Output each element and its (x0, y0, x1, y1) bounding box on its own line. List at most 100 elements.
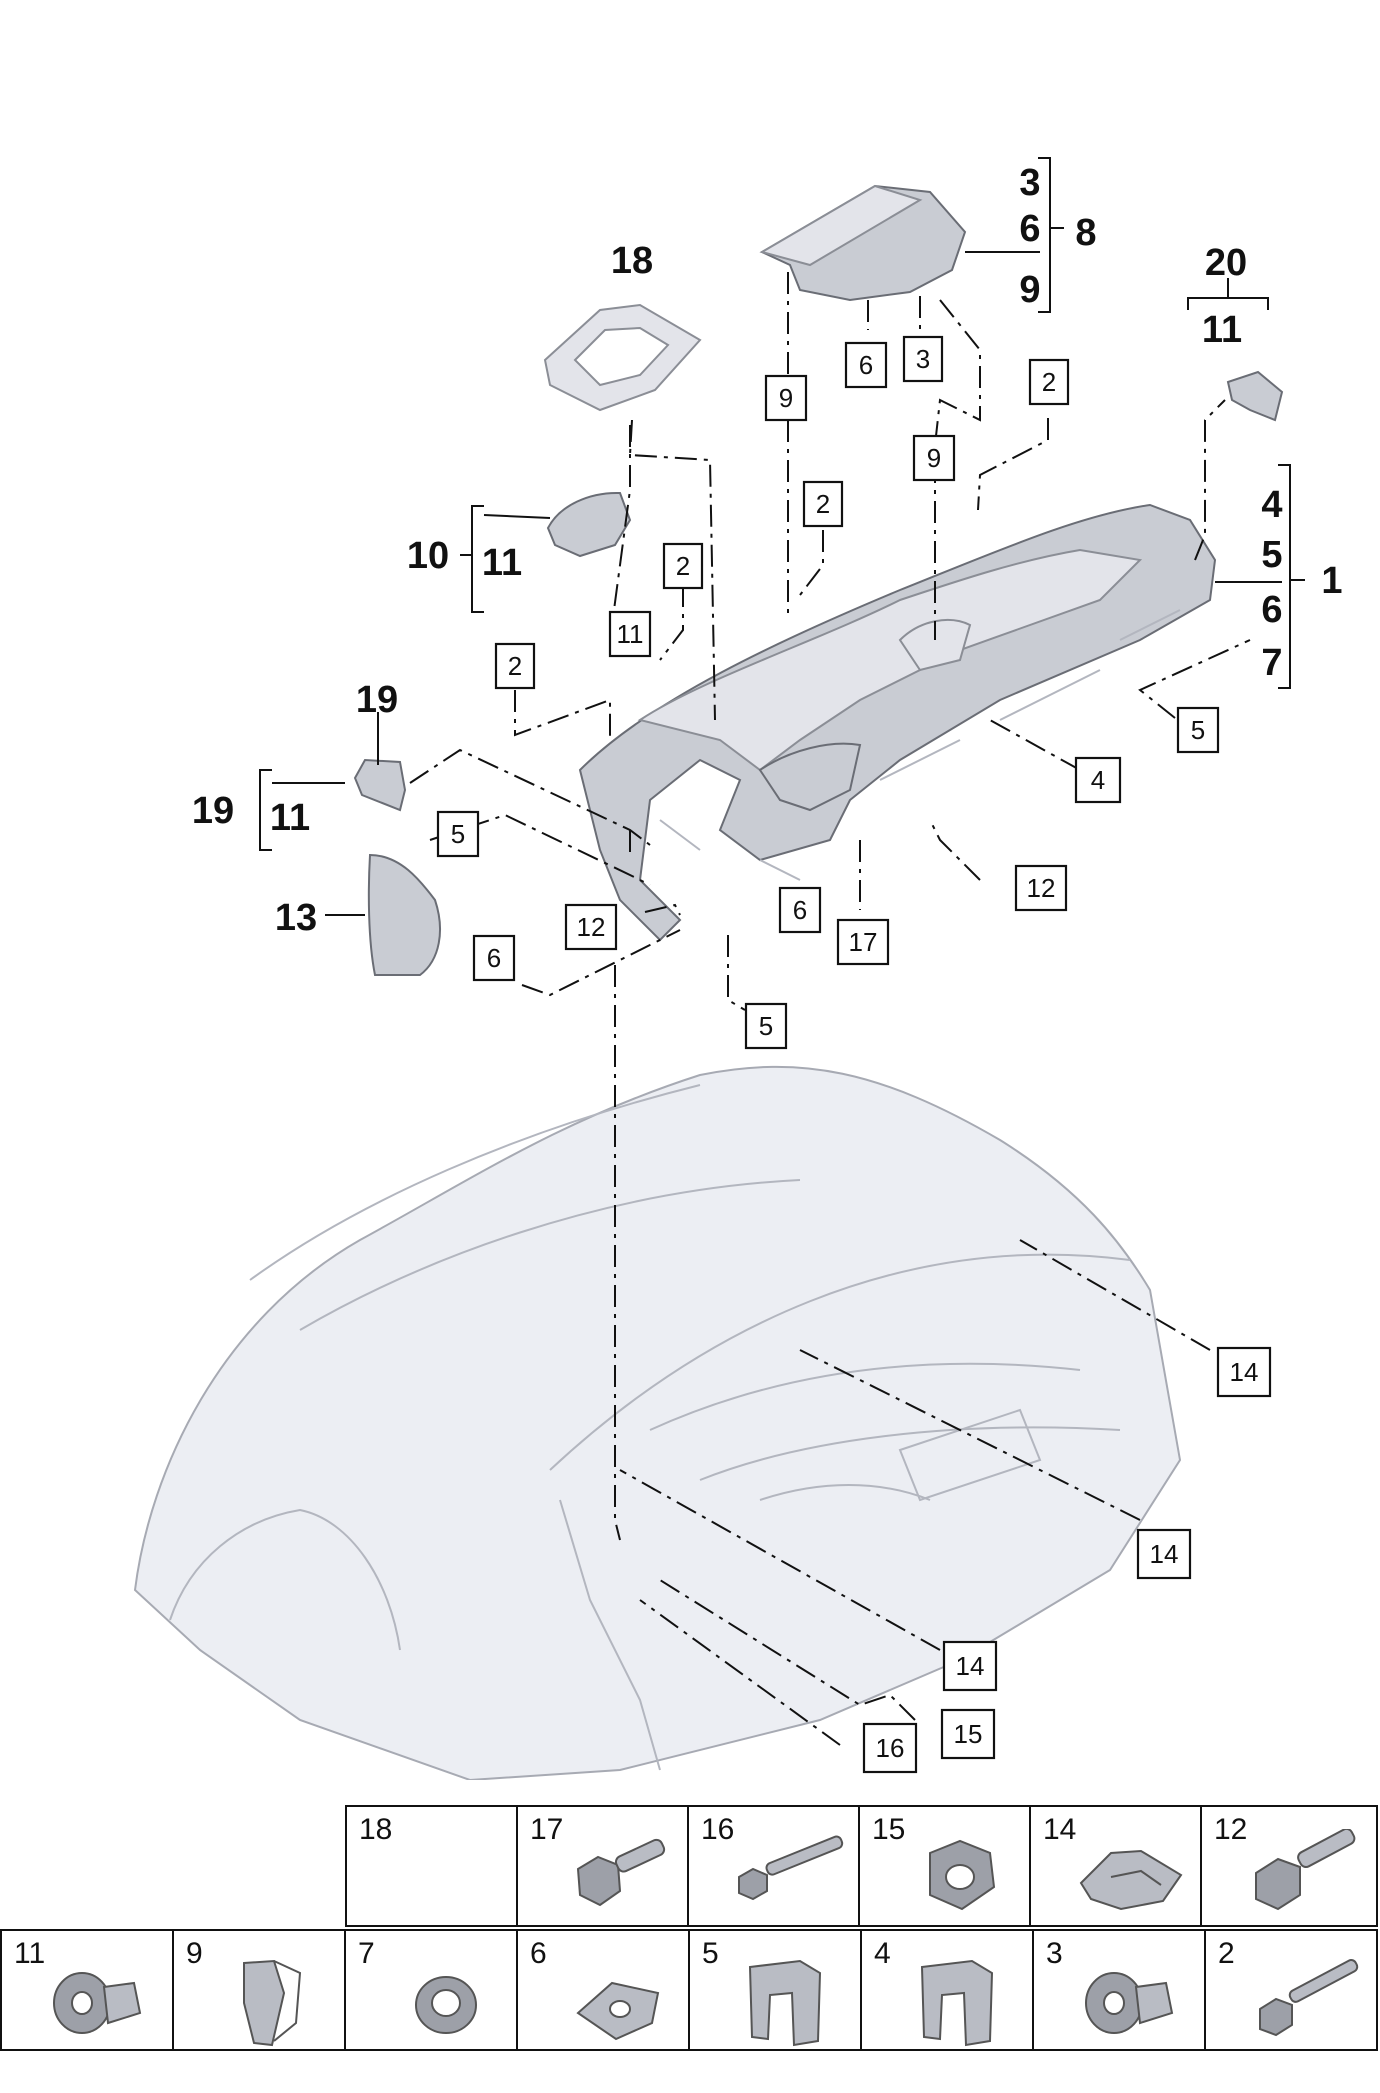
clip-bracket-icon (1079, 1849, 1183, 1911)
part-number: 17 (530, 1813, 564, 1846)
part-cell-7: 7 (344, 1929, 518, 2051)
label-1-5: 5 (1261, 534, 1282, 576)
callout-6-c: 6 (472, 934, 516, 982)
callout-5-c: 5 (744, 1002, 788, 1050)
label-10-11: 11 (482, 542, 522, 584)
part-number: 6 (530, 1937, 547, 1970)
label-1: 1 (1321, 560, 1342, 602)
callout-9-b: 9 (912, 434, 956, 482)
label-8-3: 3 (1019, 162, 1040, 204)
callout-15: 15 (940, 1708, 996, 1760)
parts-row-top: 18 17 16 15 14 (345, 1805, 1378, 1929)
part-number: 5 (702, 1937, 719, 1970)
flange-nut-icon (929, 1839, 996, 1911)
svg-text:11: 11 (617, 619, 644, 649)
svg-text:14: 14 (1150, 1539, 1179, 1569)
callout-2-d: 2 (494, 642, 536, 690)
part-number: 18 (359, 1813, 393, 1846)
part-cell-14: 14 (1029, 1805, 1202, 1927)
label-1-4: 4 (1261, 484, 1282, 526)
svg-text:12: 12 (1027, 873, 1056, 903)
switch-part-19 (353, 758, 407, 812)
svg-text:2: 2 (676, 551, 690, 581)
brackets (259, 157, 1305, 916)
label-8: 8 (1075, 212, 1096, 254)
callout-9-a: 9 (764, 374, 808, 422)
bracket-part-20 (1226, 370, 1284, 422)
callout-12-a: 12 (1014, 864, 1068, 912)
callout-14-c: 14 (942, 1640, 998, 1692)
part-cell-17: 17 (516, 1805, 689, 1927)
part-number: 11 (14, 1937, 46, 1970)
callout-2-b: 2 (802, 480, 844, 528)
label-19-11: 11 (270, 797, 310, 839)
part-cell-5: 5 (688, 1929, 862, 2051)
svg-text:6: 6 (859, 350, 873, 380)
callout-17: 17 (836, 918, 890, 966)
callout-2-a: 2 (1028, 358, 1070, 406)
hex-bolt-flange-icon (1255, 1829, 1356, 1911)
part-number: 4 (874, 1937, 891, 1970)
svg-text:2: 2 (816, 489, 830, 519)
svg-text:5: 5 (1191, 715, 1205, 745)
svg-text:14: 14 (956, 1651, 985, 1681)
torx-bolt-icon (1259, 1959, 1359, 2037)
spring-clip-icon (243, 1959, 302, 2047)
callout-12-b: 12 (564, 903, 618, 951)
label-10: 10 (407, 535, 449, 577)
svg-text:4: 4 (1091, 765, 1105, 795)
hex-bolt-long-icon (738, 1835, 844, 1901)
svg-text:2: 2 (1042, 367, 1056, 397)
svg-text:5: 5 (451, 819, 465, 849)
part-cell-4: 4 (860, 1929, 1034, 2051)
part-number: 15 (872, 1813, 906, 1846)
grommet-nut-icon (1085, 1972, 1174, 2034)
part-cell-9: 9 (172, 1929, 346, 2051)
car-body-shell (133, 1065, 1182, 1780)
callout-16: 16 (862, 1722, 918, 1774)
label-20-11: 11 (1202, 309, 1242, 351)
part-number: 2 (1218, 1937, 1235, 1970)
part-cell-2: 2 (1204, 1929, 1378, 2051)
callout-2-c: 2 (662, 542, 704, 590)
side-cover-part-13 (367, 853, 441, 976)
svg-text:2: 2 (508, 651, 522, 681)
part-cell-3: 3 (1032, 1929, 1206, 2051)
svg-text:5: 5 (759, 1011, 773, 1041)
callout-3: 3 (902, 335, 944, 383)
part-number: 3 (1046, 1937, 1063, 1970)
label-18: 18 (611, 240, 653, 282)
hex-bolt-short-icon (576, 1838, 666, 1907)
callout-14-b: 14 (1136, 1528, 1192, 1580)
callout-5-b: 5 (436, 810, 480, 858)
svg-text:9: 9 (779, 383, 793, 413)
part-cell-16: 16 (687, 1805, 860, 1927)
part-cell-6: 6 (516, 1929, 690, 2051)
svg-text:16: 16 (876, 1733, 905, 1763)
u-clip-icon (920, 1959, 994, 2047)
svg-text:14: 14 (1230, 1357, 1259, 1387)
ring-grommet-icon (415, 1976, 477, 2034)
label-20: 20 (1205, 242, 1247, 284)
part-number: 16 (701, 1813, 735, 1846)
label-19-top: 19 (356, 679, 398, 721)
part-cell-18: 18 (345, 1805, 518, 1927)
label-8-6: 6 (1019, 208, 1040, 250)
part-cell-15: 15 (858, 1805, 1031, 1927)
callout-6-b: 6 (778, 886, 822, 934)
svg-text:15: 15 (954, 1719, 983, 1749)
callout-5-a: 5 (1176, 706, 1220, 754)
svg-text:6: 6 (793, 895, 807, 925)
callout-11: 11 (608, 610, 652, 658)
grommet-nut-icon (53, 1972, 142, 2034)
label-13: 13 (275, 897, 317, 939)
part-number: 7 (358, 1937, 375, 1970)
callout-4: 4 (1074, 756, 1122, 804)
label-1-7: 7 (1261, 642, 1282, 684)
svg-text:3: 3 (916, 344, 930, 374)
part-number: 12 (1214, 1813, 1248, 1846)
bezel-part-18 (543, 303, 702, 412)
side-speaker-part-10 (546, 491, 632, 558)
part-number: 9 (186, 1937, 203, 1970)
callout-14-a: 14 (1216, 1346, 1272, 1398)
